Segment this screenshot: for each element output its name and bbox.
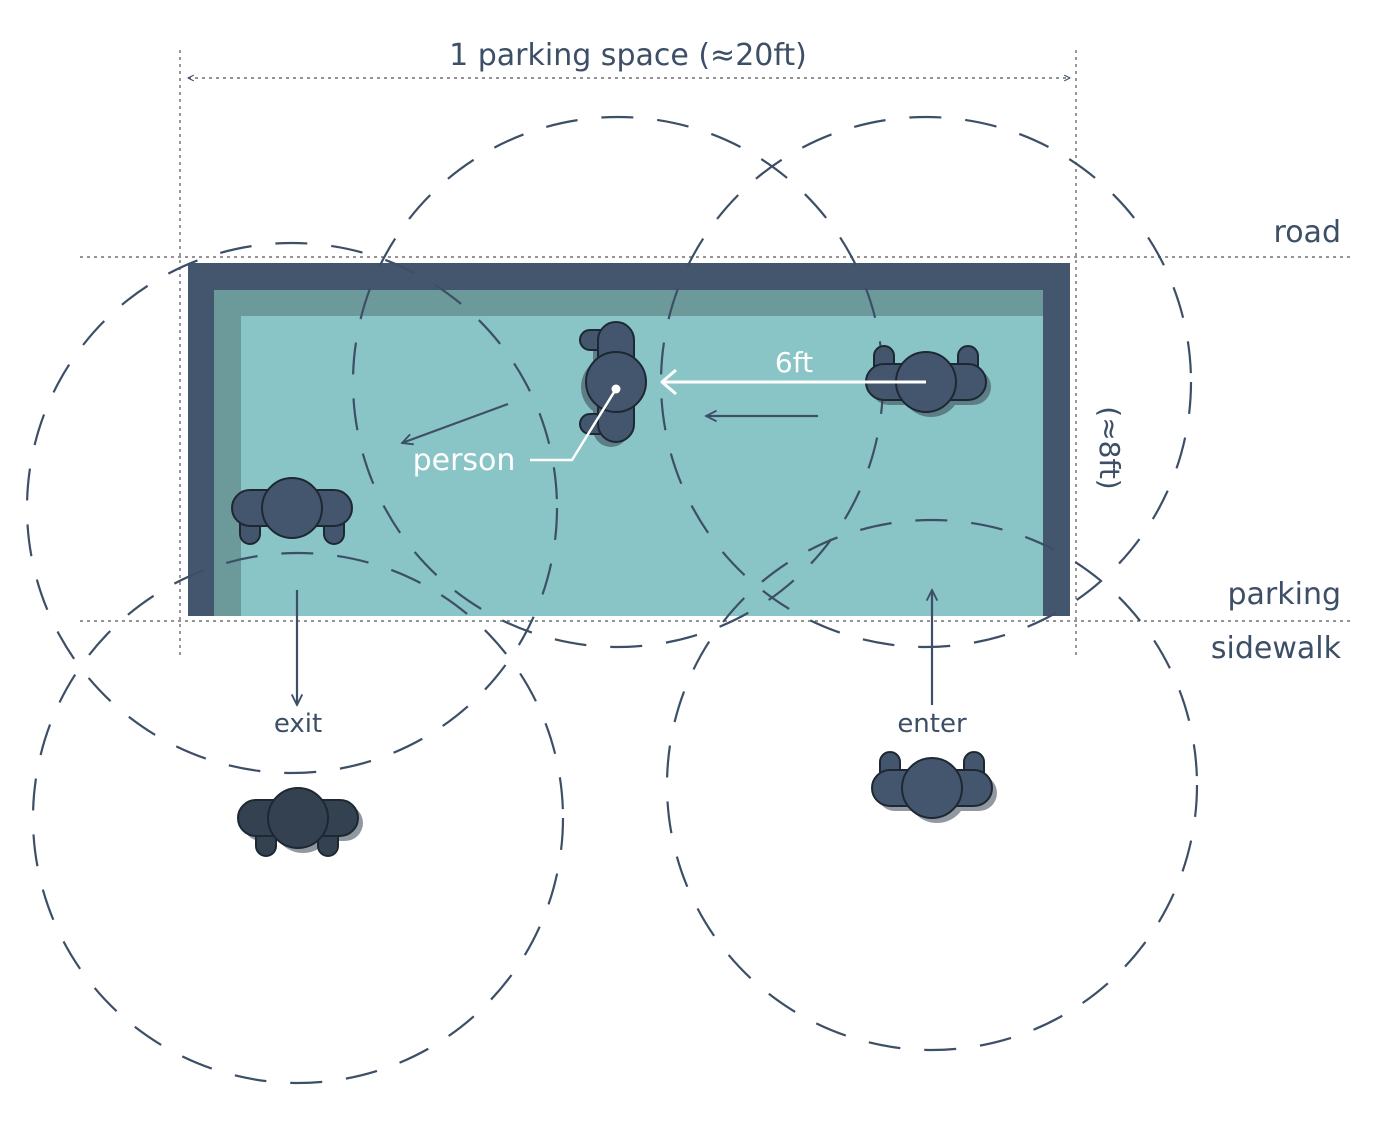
six-foot-label: 6ft <box>775 346 813 379</box>
person-entering <box>871 751 997 823</box>
parking-label: parking <box>1227 577 1341 612</box>
person-top-view-icon <box>871 751 997 823</box>
person-exiting <box>237 787 363 857</box>
distance-circle-left-bottom <box>31 551 565 1085</box>
exit-label: exit <box>274 709 322 739</box>
person-center <box>579 321 647 447</box>
person-top-view-icon <box>231 477 353 545</box>
width-dimension-label: 1 parking space (≈20ft) <box>449 38 807 73</box>
person-top-view-icon <box>865 345 991 417</box>
road-label: road <box>1274 215 1341 250</box>
sidewalk-label: sidewalk <box>1211 631 1342 666</box>
distance-circle-right-bottom <box>665 518 1199 1052</box>
guide-lines <box>80 50 1350 656</box>
motion-arrow-left <box>402 402 509 443</box>
person-top-view-icon <box>579 321 647 447</box>
person-leader-line <box>530 388 618 462</box>
person-right-top <box>865 345 991 417</box>
person-callout: person <box>413 384 621 478</box>
person-label: person <box>413 443 516 478</box>
distance-circle-left-top <box>25 241 559 775</box>
enter-label: enter <box>897 709 967 739</box>
parking-space <box>188 263 1070 616</box>
movement-arrows <box>297 402 932 705</box>
person-top-view-icon <box>237 787 363 857</box>
six-foot-measure: 6ft <box>660 346 926 396</box>
person-left-parking <box>231 477 353 545</box>
distance-circle-right-top <box>659 115 1193 649</box>
height-dimension-label: (≈8ft) <box>1093 406 1126 489</box>
six-foot-arrowhead <box>660 368 677 396</box>
